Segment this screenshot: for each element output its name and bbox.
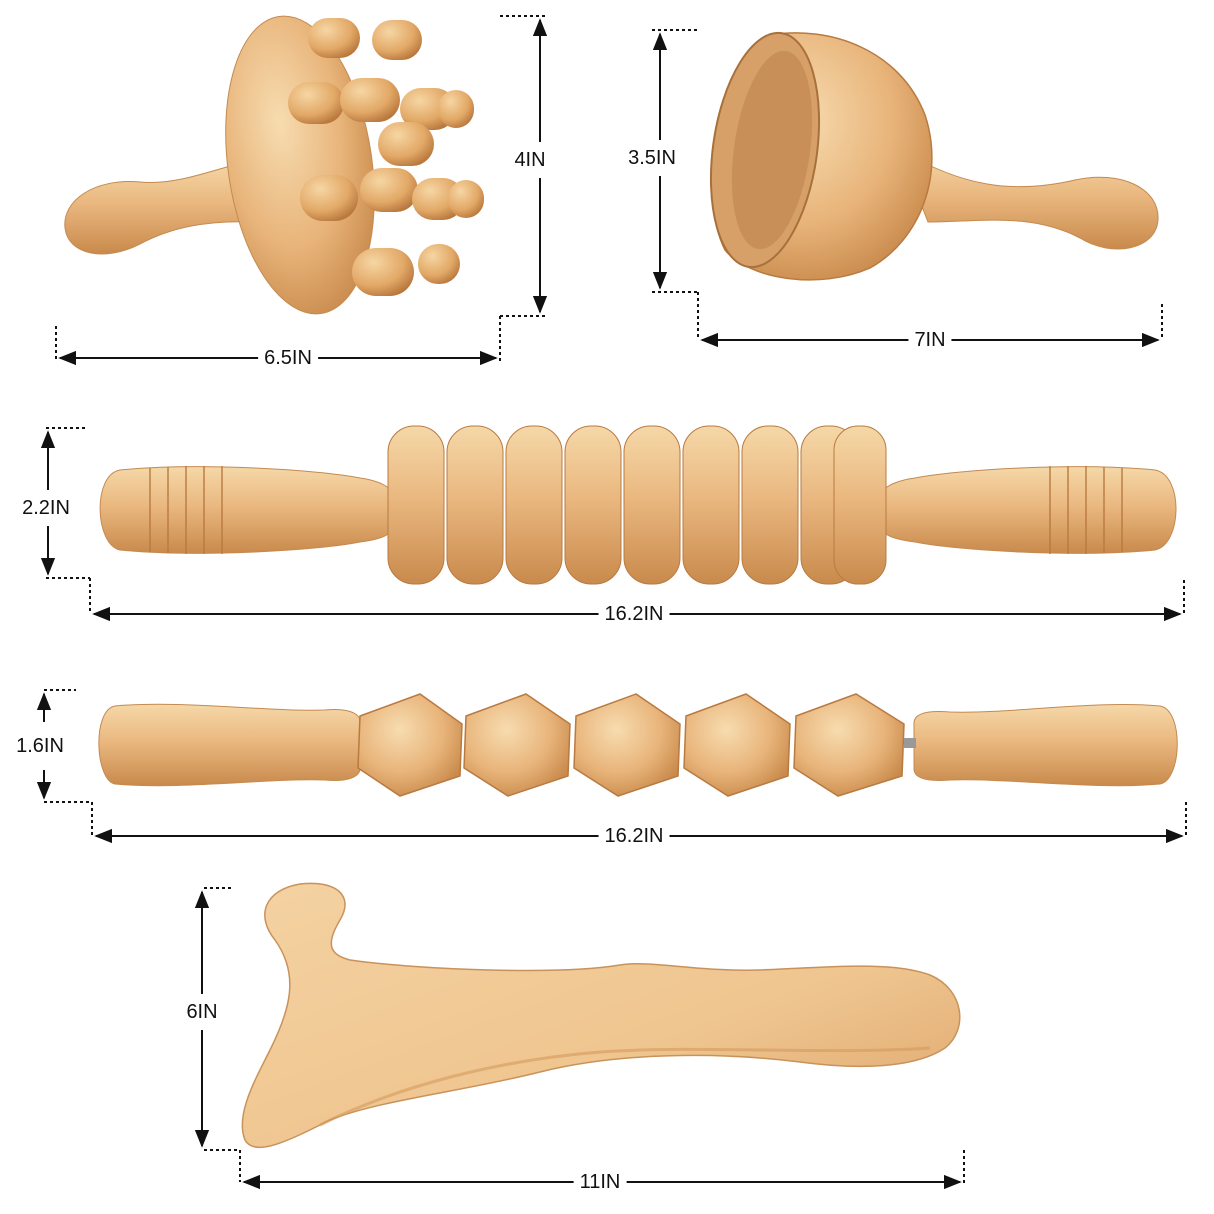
roller-stick-right-handle [881, 466, 1177, 554]
lymphatic-paddle-body [241, 882, 961, 1149]
lymphatic-paddle-height-label: 6IN [186, 994, 218, 1030]
wooden-cube-roller [98, 693, 1178, 797]
wooden-massage-cup [709, 31, 1159, 281]
roller-stick-wheels [387, 425, 887, 585]
mushroom-massage-cup [64, 15, 484, 315]
roller-stick-left-handle [99, 466, 393, 554]
cube-roller-left-handle [98, 703, 361, 787]
wooden-roller-stick [99, 425, 1177, 585]
cube-roller-length-label: 16.2IN [598, 824, 670, 848]
mushroom-cup-handle [64, 159, 256, 255]
cube-roller-cubes [357, 693, 905, 797]
wooden-cup-width-label: 7IN [908, 328, 952, 352]
roller-stick-length-label: 16.2IN [598, 602, 670, 626]
mushroom-cup-width-label: 6.5IN [258, 346, 318, 370]
lymphatic-paddle-length-label: 11IN [573, 1170, 627, 1194]
roller-stick-height-label: 2.2IN [22, 490, 70, 526]
mushroom-cup-height-label: 4IN [514, 142, 546, 178]
cube-roller-height-label: 1.6IN [16, 728, 64, 764]
wooden-cup-height-label: 3.5IN [628, 140, 676, 176]
wooden-lymphatic-paddle [241, 882, 961, 1149]
wooden-cup-handle [899, 148, 1159, 250]
mushroom-cup-knobs [288, 18, 484, 296]
cube-roller-right-handle [913, 704, 1178, 787]
